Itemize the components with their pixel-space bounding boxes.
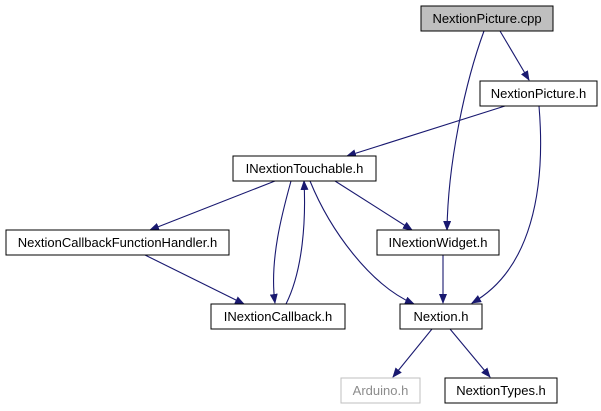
edge-callback-function-handler-to-inextion-callback-h — [144, 254, 245, 305]
node-inextion-callback-h[interactable]: INextionCallback.h — [210, 303, 346, 330]
node-label: Nextion.h — [414, 309, 469, 324]
edge-touchable-to-callback-function-handler — [149, 180, 276, 231]
node-arduino-h[interactable]: Arduino.h — [340, 377, 421, 404]
edge-touchable-to-inextion-callback-h — [269, 180, 292, 304]
node-label: NextionTypes.h — [456, 383, 546, 398]
edge-nextion-h-to-arduino-h — [392, 328, 433, 378]
edge-inextion-callback-h-to-touchable — [285, 180, 309, 305]
edge-nextion-picture-h-to-inextion-touchable-h — [346, 105, 506, 158]
edge-cpp-to-inextion-widget-h — [443, 30, 485, 231]
node-label: NextionPicture.cpp — [432, 11, 541, 26]
edge-touchable-to-nextion-h — [309, 180, 415, 305]
edge-nextion-picture-h-to-nextion-h — [471, 105, 542, 304]
edge-nextion-h-to-nextion-types-h — [449, 328, 491, 378]
node-nextion-picture-h[interactable]: NextionPicture.h — [479, 80, 598, 107]
node-nextion-types-h[interactable]: NextionTypes.h — [444, 377, 558, 404]
node-label: NextionCallbackFunctionHandler.h — [18, 235, 217, 250]
edge-touchable-to-inextion-widget-h — [334, 180, 413, 231]
node-label: INextionWidget.h — [389, 235, 488, 250]
node-nextion-h[interactable]: Nextion.h — [399, 303, 483, 330]
edges — [144, 30, 542, 378]
node-label: NextionPicture.h — [491, 86, 586, 101]
node-label: INextionTouchable.h — [246, 161, 364, 176]
node-nextion-picture-cpp[interactable]: NextionPicture.cpp — [420, 5, 554, 32]
node-label: Arduino.h — [353, 383, 409, 398]
nodes: NextionPicture.cpp NextionPicture.h INex… — [5, 5, 598, 404]
node-label: INextionCallback.h — [224, 309, 332, 324]
node-inextion-touchable-h[interactable]: INextionTouchable.h — [232, 155, 377, 182]
edge-cpp-to-nextion-picture-h — [499, 30, 530, 81]
node-nextion-callback-function-handler-h[interactable]: NextionCallbackFunctionHandler.h — [5, 229, 230, 256]
node-inextion-widget-h[interactable]: INextionWidget.h — [376, 229, 500, 256]
